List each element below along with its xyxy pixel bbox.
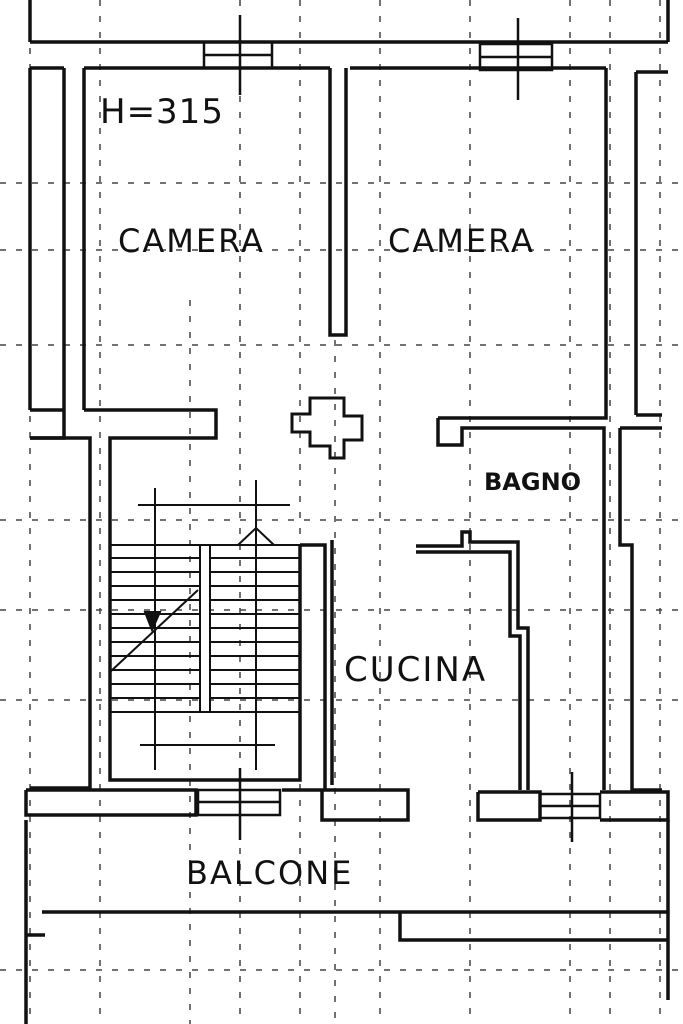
staircase (109, 480, 300, 770)
ceiling-height-note: H=315 (100, 92, 224, 132)
room-label-camera-right: CAMERA (388, 222, 535, 260)
room-label-balcone: BALCONE (186, 854, 354, 892)
room-label-cucina: CUCINA (344, 650, 488, 690)
room-label-bagno: BAGNO (484, 468, 582, 496)
windows (196, 15, 602, 842)
walls (24, 0, 670, 1024)
room-label-camera-left: CAMERA (118, 222, 265, 260)
cross-symbol (290, 396, 364, 460)
